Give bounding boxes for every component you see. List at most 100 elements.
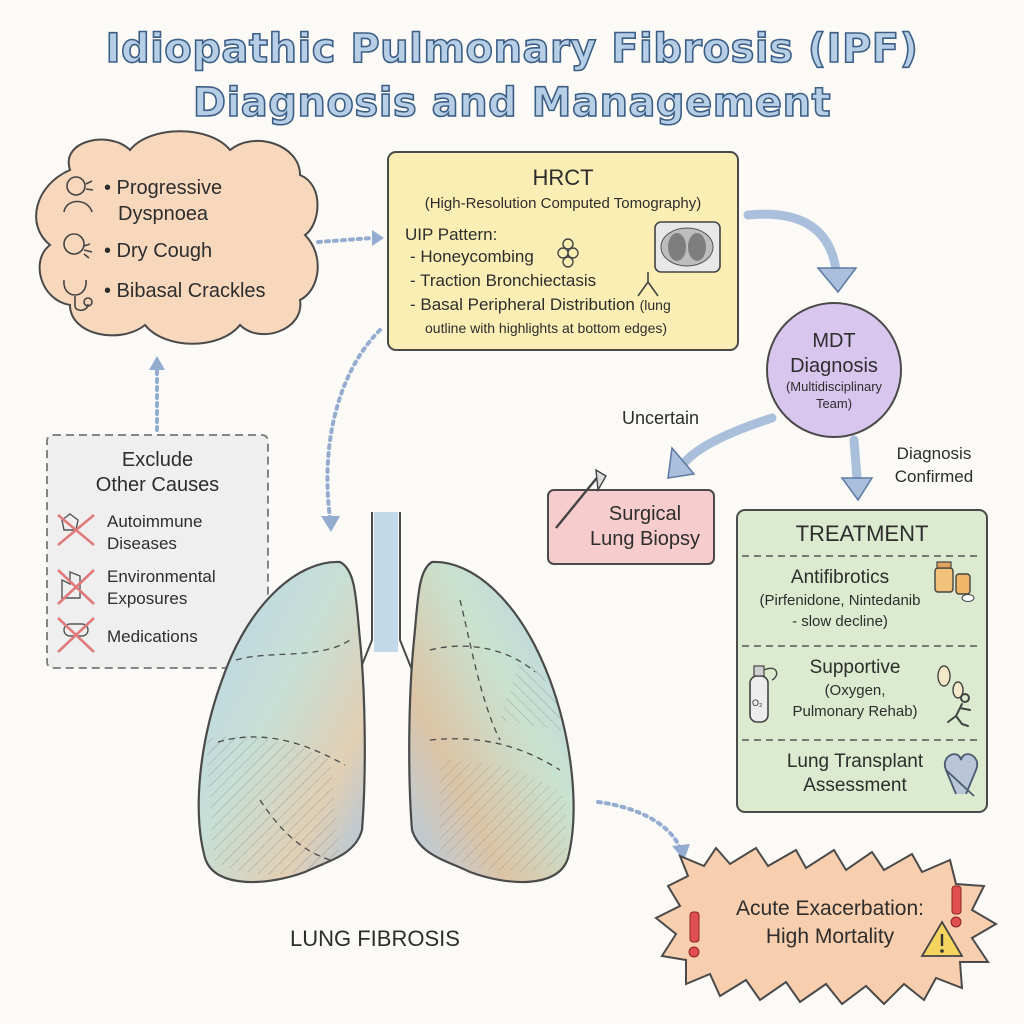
footprints-icon [937, 665, 964, 699]
symptom-dry-cough: • Dry Cough [104, 240, 213, 262]
supportive-detail-2: Pulmonary Rehab) [792, 703, 918, 720]
exclude-autoimmune-line1: Autoimmune [107, 512, 203, 531]
scalpel-icon [555, 468, 607, 529]
uip-basal-distribution-label: - Basal Peripheral Distribution [410, 295, 635, 314]
exclude-medications: Medications [107, 627, 198, 646]
exclude-environmental-line2: Exposures [107, 589, 188, 608]
person-dyspnoea-icon [63, 176, 94, 213]
hrct-box [387, 151, 739, 351]
arrow-hrct-to-mdt [743, 209, 841, 275]
biopsy-text: Surgical Lung Biopsy [575, 502, 715, 552]
supportive-name: Supportive [809, 657, 901, 678]
awareness-ribbon-icon [943, 753, 979, 797]
lungs-illustration [197, 512, 575, 884]
stethoscope-icon [63, 279, 93, 312]
symptom-bibasal-crackles: • Bibasal Crackles [104, 280, 266, 302]
running-person-icon [947, 693, 971, 727]
dotted-arrowhead-cloud-to-hrct [372, 230, 384, 246]
treatment-title: TREATMENT [795, 521, 929, 546]
exclamation-icon-right [950, 885, 962, 928]
biopsy-line-2: Lung Biopsy [589, 528, 701, 550]
uip-traction-bronchiectasis: - Traction Bronchiectasis [410, 271, 597, 290]
supportive-detail-1: (Oxygen, [824, 682, 886, 699]
person-cough-icon [63, 233, 93, 259]
treatment-antifibrotics: Antifibrotics (Pirfenidone, Nintedanib -… [745, 566, 935, 632]
title-line-2: Diagnosis and Management [192, 79, 832, 127]
biopsy-box [547, 489, 715, 565]
uip-distribution-note-2: outline with highlights at bottom edges) [425, 320, 668, 336]
arrow-uncertain [680, 413, 777, 467]
antifibrotics-detail-2: - slow decline) [792, 613, 888, 630]
medication-crossed-icon [57, 617, 95, 653]
right-lung-hatch [500, 660, 562, 730]
exclude-title-2: Other Causes [95, 474, 220, 496]
treatment-supportive: Supportive (Oxygen, Pulmonary Rehab) [780, 656, 930, 722]
uip-pattern-heading: UIP Pattern: [405, 225, 498, 244]
symptom-dyspnoea-line2: Dyspnoea [118, 203, 209, 225]
symptom-dyspnoea-line1: • Progressive [104, 177, 223, 199]
edge-label-uncertain: Uncertain [622, 408, 700, 428]
exacerbation-burst [654, 846, 998, 1006]
dotted-arrowhead-lungs-to-exacerbation [672, 844, 690, 860]
title-line-1: Idiopathic Pulmonary Fibrosis (IPF) [105, 25, 919, 73]
symptoms-list: • Progressive Dyspnoea [104, 175, 222, 227]
hrct-title: HRCT [532, 165, 594, 190]
exclude-environmental-line1: Environmental [107, 567, 216, 586]
honeycomb-icon [557, 238, 579, 268]
uip-basal-distribution: - Basal Peripheral Distribution (lung [410, 294, 671, 316]
arrow-confirmed [849, 435, 862, 483]
symptoms-cloud [35, 130, 319, 345]
exacerbation-line-1: Acute Exacerbation: [736, 897, 924, 920]
exclude-environmental: Environmental Exposures [107, 566, 216, 610]
right-lung-fissures [429, 599, 561, 771]
transplant-line-1: Lung Transplant [786, 751, 924, 772]
exclude-title: Exclude Other Causes [47, 448, 268, 498]
biopsy-line-1: Surgical [608, 503, 682, 525]
exclude-box [46, 434, 269, 669]
treatment-box [736, 509, 988, 813]
transplant-line-2: Assessment [803, 775, 907, 796]
mdt-line-3: (Multidisciplinary [785, 379, 883, 394]
mdt-line-1: MDT [812, 330, 856, 352]
oxygen-tank-icon [749, 665, 778, 723]
trachea [359, 512, 413, 671]
dotted-arrow-cloud-to-hrct [316, 236, 374, 244]
hrct-subtitle: (High-Resolution Computed Tomography) [424, 195, 702, 212]
right-lung-hatch-lower [440, 760, 566, 872]
treatment-transplant: Lung Transplant Assessment [760, 750, 950, 798]
mdt-line-2: Diagnosis [790, 355, 878, 377]
arrowhead-hrct-to-mdt [816, 267, 858, 294]
antifibrotics-name: Antifibrotics [790, 567, 890, 588]
arrowhead-uncertain [667, 446, 696, 479]
arrowhead-confirmed [840, 477, 874, 502]
uip-honeycombing: - Honeycombing [410, 247, 534, 266]
pill-bottle-icon [934, 561, 975, 602]
dotted-arrow-hrct-to-lungs [325, 328, 382, 520]
exclude-autoimmune: Autoimmune Diseases [107, 511, 202, 555]
ct-scan-image-icon [654, 221, 721, 273]
oxygen-tank-label: O₂ [752, 698, 763, 708]
uip-distribution-note-1: (lung [639, 297, 671, 313]
warning-triangle-icon [920, 920, 964, 957]
autoimmune-crossed-icon [57, 513, 95, 546]
left-lung-hatch [206, 736, 340, 875]
dotted-arrowhead-hrct-to-lungs [321, 516, 340, 532]
left-lung-fissures [217, 639, 351, 861]
mdt-line-4: Team) [815, 396, 853, 411]
exclamation-icon-left [688, 911, 700, 958]
exacerbation-line-2: High Mortality [765, 925, 895, 948]
lung-fibrosis-label: LUNG FIBROSIS [290, 926, 460, 951]
dotted-arrow-lungs-to-exacerbation [596, 800, 682, 850]
edge-label-confirmed-2: Confirmed [894, 467, 974, 486]
mdt-text: MDT Diagnosis (Multidisciplinary Team) [767, 328, 901, 412]
exacerbation-text: Acute Exacerbation: High Mortality [700, 895, 960, 951]
environmental-crossed-icon [57, 569, 95, 605]
exclude-title-1: Exclude [121, 449, 194, 471]
trachea-fill [374, 512, 398, 652]
bronchi-icon [637, 272, 659, 297]
dotted-arrowhead-exclude-to-cloud [149, 356, 165, 370]
edge-label-confirmed: Diagnosis Confirmed [874, 442, 994, 488]
edge-label-confirmed-1: Diagnosis [896, 444, 972, 463]
